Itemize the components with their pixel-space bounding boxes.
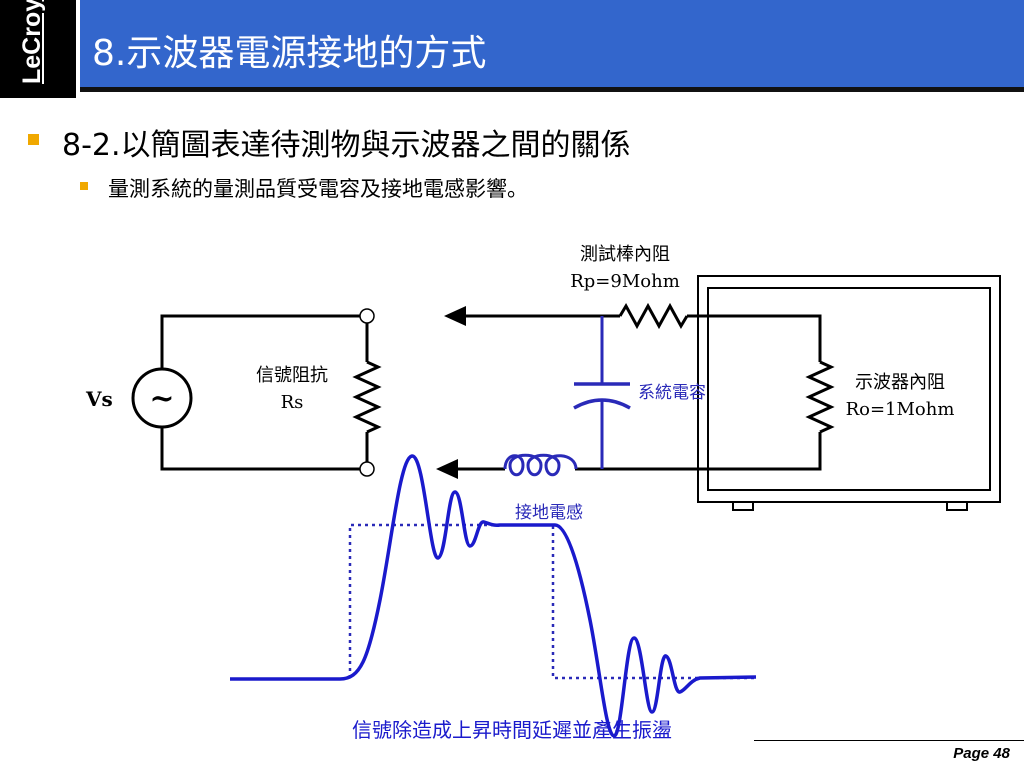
ac-source-symbol: ~ — [149, 381, 174, 416]
probe-resistor — [618, 302, 689, 330]
terminal-bottom — [359, 461, 375, 477]
ringing-waveform — [230, 454, 757, 738]
logo-bar: LeCroy — [0, 0, 76, 98]
bullet-icon — [28, 134, 39, 145]
ac-source-icon — [131, 367, 193, 429]
probe-resistance-label: 測試棒內阻 — [580, 244, 670, 265]
oscilloscope-outer-box — [697, 275, 1001, 503]
system-capacitance-label: 系統電容 — [638, 383, 706, 403]
signal-impedance-value: Rs — [281, 392, 304, 413]
ground-inductance-label: 接地電感 — [515, 503, 583, 523]
footer-divider — [754, 740, 1024, 741]
bullet-level2-text: 量測系統的量測品質受電容及接地電感影響。 — [108, 177, 528, 201]
oscilloscope-foot-left — [732, 501, 754, 511]
oscilloscope-inner-box — [707, 287, 991, 491]
source-bottom-wire — [160, 428, 367, 471]
scope-impedance-value: Ro=1Mohm — [846, 399, 955, 420]
signal-arrow — [444, 306, 466, 326]
waveform-caption: 信號除造成上昇時間延遲並產生振盪 — [352, 718, 672, 742]
title-bar — [80, 0, 1024, 87]
scope-impedance-resistor — [805, 360, 835, 434]
source-label: Vs — [85, 387, 113, 411]
signal-impedance-label: 信號阻抗 — [256, 365, 328, 386]
probe-resistance-value: Rp=9Mohm — [570, 271, 680, 292]
sub-bullet-icon — [80, 182, 88, 190]
page-number: Page 48 — [953, 745, 1010, 762]
source-top-wire — [160, 314, 367, 368]
ground-arrow — [436, 459, 458, 479]
page-title: 8.示波器電源接地的方式 — [92, 33, 487, 74]
bullet-level1-text: 8-2.以簡圖表達待測物與示波器之間的關係 — [62, 128, 631, 163]
ground-inductor — [503, 453, 578, 477]
title-underline — [80, 87, 1024, 92]
terminal-top — [359, 308, 375, 324]
signal-impedance-resistor — [352, 360, 382, 434]
scope-impedance-label: 示波器內阻 — [855, 372, 945, 393]
oscilloscope-foot-right — [946, 501, 968, 511]
ideal-square-wave — [348, 523, 756, 680]
